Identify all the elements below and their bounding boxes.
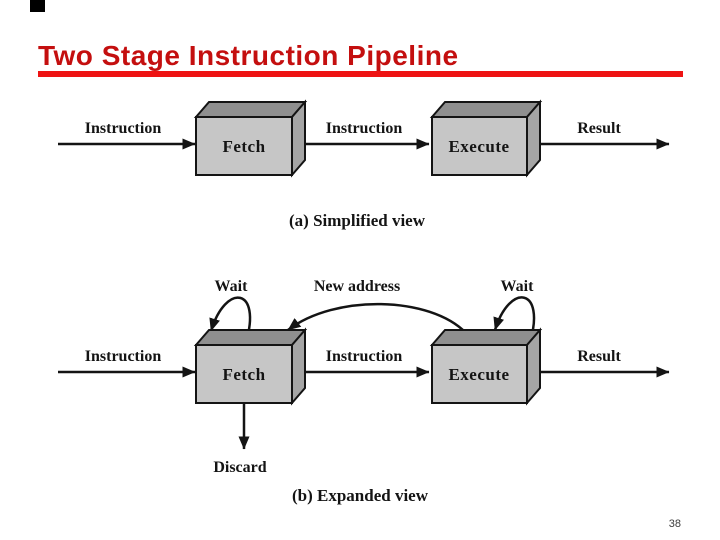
fetch-box-b-top [193,329,308,346]
output-label-b: Result [577,348,621,365]
new-address-label: New address [314,278,400,295]
wait-right-loop-arrow [493,296,536,343]
input-label-b: Instruction [85,348,162,365]
caption-b: (b) Expanded view [292,486,429,505]
output-label-a: Result [577,120,621,137]
fetch-box-a-front [195,116,293,176]
middle-label-a: Instruction [326,120,403,137]
fetch-box-a-top [193,101,308,118]
execute-label-a: Execute [448,137,509,156]
wait-left-label: Wait [215,278,249,295]
wait-left-loop-arrow [209,296,252,343]
top-left-mark [30,0,45,12]
fetch-box-a: Fetch [193,99,308,178]
fetch-box-b-front [195,344,293,404]
execute-label-b: Execute [448,365,509,384]
page-number: 38 [668,518,681,530]
execute-box-b-front [431,344,528,404]
execute-box-b: Execute [429,327,543,406]
execute-box-a-front [431,116,528,176]
diagram-a: Instruction Fetch Instruction Execute Re… [58,99,670,230]
fetch-box-b: Fetch [193,327,308,406]
discard-label: Discard [213,459,266,476]
middle-label-b: Instruction [326,348,403,365]
execute-box-a: Execute [429,99,543,178]
execute-box-b-top [429,329,543,346]
execute-box-a-top [429,101,543,118]
diagram-b: Instruction Wait New address Wait Fetch … [58,278,670,505]
caption-a: (a) Simplified view [289,211,426,230]
page-title: Two Stage Instruction Pipeline [38,40,459,71]
fetch-label-a: Fetch [222,137,265,156]
new-address-arrow [287,302,467,334]
input-label-a: Instruction [85,120,162,137]
title-underline [38,71,683,77]
wait-right-label: Wait [501,278,535,295]
fetch-label-b: Fetch [222,365,265,384]
